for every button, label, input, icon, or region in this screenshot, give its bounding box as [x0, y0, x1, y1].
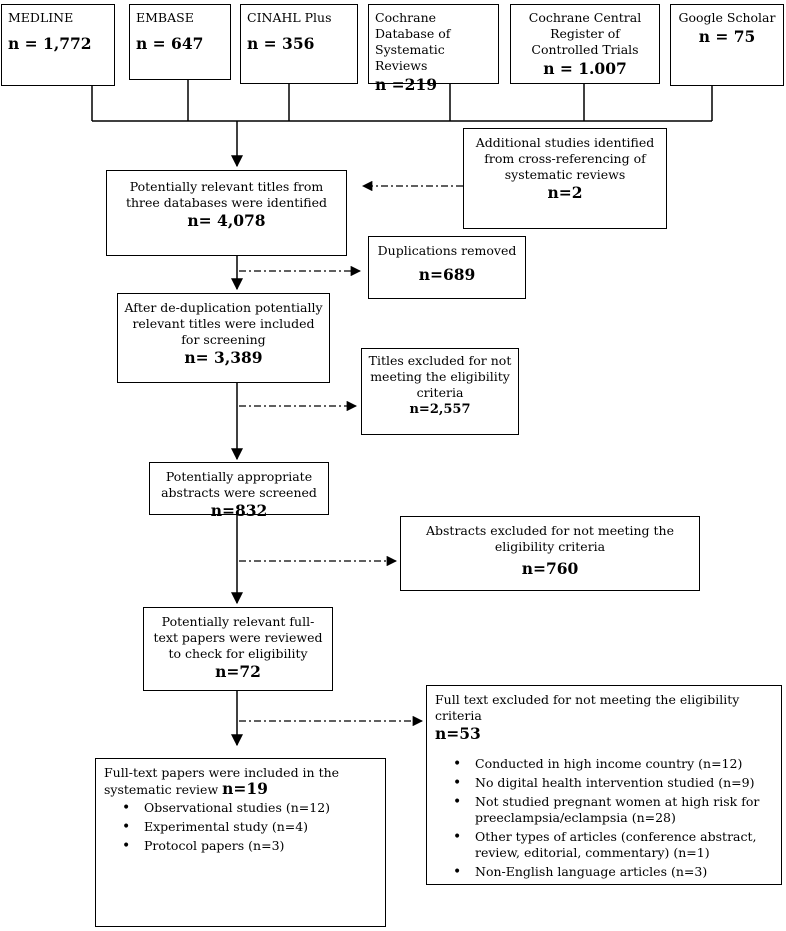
fulltext-excluded-box: Full text excluded for not meeting the e… — [426, 685, 782, 885]
additional-text: Additional studies identified from cross… — [475, 135, 655, 182]
source-label: MEDLINE — [8, 10, 74, 25]
dedup-box: After de-duplication potentially relevan… — [117, 293, 330, 383]
fulltext-count: n=72 — [215, 662, 261, 681]
source-count: n = 75 — [698, 27, 756, 46]
additional-count: n=2 — [547, 183, 583, 202]
duplicates-text: Duplications removed — [377, 243, 517, 258]
source-label: Cochrane Central Register of Controlled … — [528, 10, 642, 57]
source-box-medline: MEDLINE n = 1,772 — [1, 4, 115, 86]
source-count: n = 1,772 — [8, 34, 92, 53]
source-box-embase: EMBASE n = 647 — [129, 4, 231, 80]
source-count: n = 647 — [136, 34, 204, 53]
duplicates-box: Duplications removed n=689 — [368, 236, 526, 299]
abstracts-box: Potentially appropriate abstracts were s… — [149, 462, 329, 520]
abstracts-excluded-box: Abstracts excluded for not meeting the e… — [400, 516, 700, 591]
dedup-count: n= 3,389 — [184, 348, 263, 367]
list-item: Non-English language articles (n=3) — [453, 864, 773, 880]
source-label: EMBASE — [136, 10, 194, 25]
list-item: Conducted in high income country (n=12) — [453, 756, 773, 772]
abstracts-text: Potentially appropriate abstracts were s… — [161, 469, 317, 500]
fulltext-box: Potentially relevant full-text papers we… — [143, 607, 333, 691]
source-box-cinahl: CINAHL Plus n = 356 — [240, 4, 358, 84]
fulltext-excluded-list: Conducted in high income country (n=12) … — [435, 756, 773, 880]
duplicates-count: n=689 — [418, 265, 476, 284]
source-label: Google Scholar — [678, 10, 776, 25]
dedup-text: After de-duplication potentially relevan… — [124, 300, 323, 347]
source-label: CINAHL Plus — [247, 10, 332, 25]
source-count: n = 1.007 — [543, 59, 627, 78]
abstracts-excluded-text: Abstracts excluded for not meeting the e… — [425, 523, 675, 554]
identified-text: Potentially relevant titles from three d… — [125, 179, 328, 210]
list-item: Observational studies (n=12) — [122, 800, 377, 816]
source-box-cochrane-central: Cochrane Central Register of Controlled … — [510, 4, 660, 84]
list-item: No digital health intervention studied (… — [453, 775, 773, 791]
fulltext-text: Potentially relevant full-text papers we… — [153, 614, 323, 661]
titles-excluded-text: Titles excluded for not meeting the elig… — [368, 353, 512, 400]
identified-count: n= 4,078 — [187, 211, 266, 230]
source-label: Cochrane Database of Systematic Reviews — [375, 10, 451, 73]
titles-excluded-box: Titles excluded for not meeting the elig… — [361, 348, 519, 435]
list-item: Protocol papers (n=3) — [122, 838, 377, 854]
titles-excluded-count: n=2,557 — [409, 402, 471, 417]
source-box-cochrane-db: Cochrane Database of Systematic Reviews … — [368, 4, 499, 94]
identified-box: Potentially relevant titles from three d… — [106, 170, 347, 256]
additional-studies-box: Additional studies identified from cross… — [463, 128, 667, 229]
included-box: Full-text papers were included in the sy… — [95, 758, 386, 927]
list-item: Not studied pregnant women at high risk … — [453, 794, 773, 826]
source-box-google-scholar: Google Scholar n = 75 — [670, 4, 784, 86]
included-text: Full-text papers were included in the sy… — [104, 765, 340, 797]
abstracts-excluded-count: n=760 — [521, 559, 579, 578]
source-count: n = 356 — [247, 34, 315, 53]
abstracts-count: n=832 — [210, 501, 268, 520]
included-list: Observational studies (n=12) Experimenta… — [104, 800, 377, 854]
source-count: n =219 — [375, 75, 438, 94]
included-count: n=19 — [222, 779, 268, 798]
list-item: Other types of articles (conference abst… — [453, 829, 773, 861]
list-item: Experimental study (n=4) — [122, 819, 377, 835]
fulltext-excluded-count: n=53 — [435, 724, 481, 743]
fulltext-excluded-text: Full text excluded for not meeting the e… — [435, 692, 740, 723]
